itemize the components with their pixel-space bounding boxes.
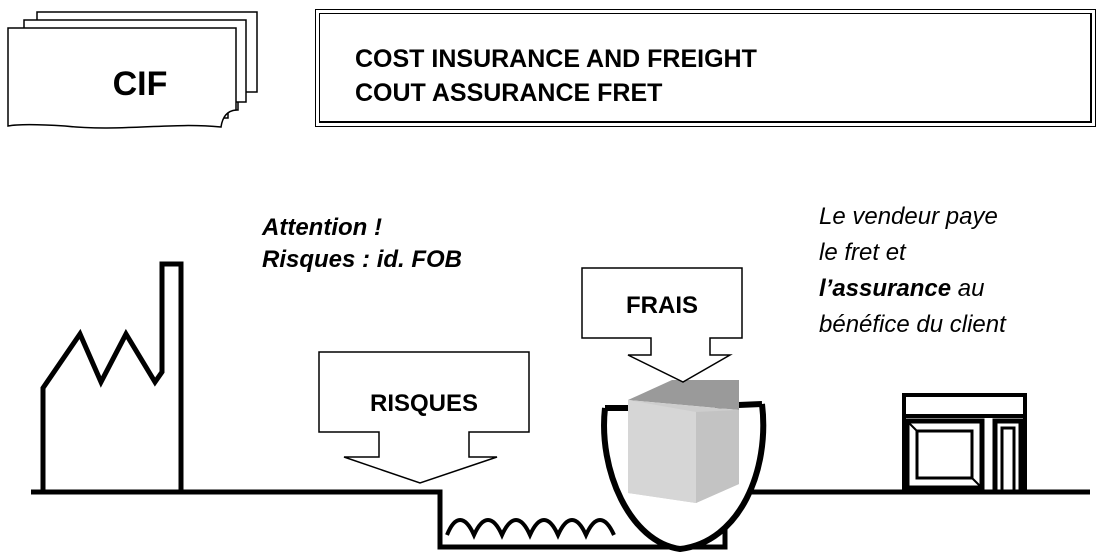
document-stack-icon <box>7 11 258 129</box>
seller-note-line-4: bénéfice du client <box>819 311 1006 338</box>
seller-note-line-3: l’assurance au <box>819 273 984 305</box>
factory-icon <box>40 261 184 492</box>
title-french: COUT ASSURANCE FRET <box>355 79 663 107</box>
insurance-emphasis: l’assurance <box>819 275 952 302</box>
cargo-box-icon <box>628 380 739 503</box>
sea-waves <box>445 518 616 540</box>
attention-note: Attention ! <box>262 214 382 241</box>
incoterm-code-label: CIF <box>112 65 168 103</box>
frais-callout-arrow <box>581 267 743 383</box>
title-frame <box>315 9 1096 127</box>
seller-note-line-3-rest: au <box>951 275 985 302</box>
seller-note-line-1: Le vendeur paye <box>819 203 998 230</box>
risques-label: RISQUES <box>369 390 479 417</box>
frais-label: FRAIS <box>626 292 698 319</box>
title-english: COST INSURANCE AND FREIGHT <box>355 45 757 73</box>
ground-line <box>31 489 1090 550</box>
shop-icon <box>902 393 1027 495</box>
seller-note-line-2: le fret et <box>819 239 906 266</box>
risques-callout-arrow <box>318 351 530 484</box>
risks-note: Risques : id. FOB <box>262 246 463 273</box>
